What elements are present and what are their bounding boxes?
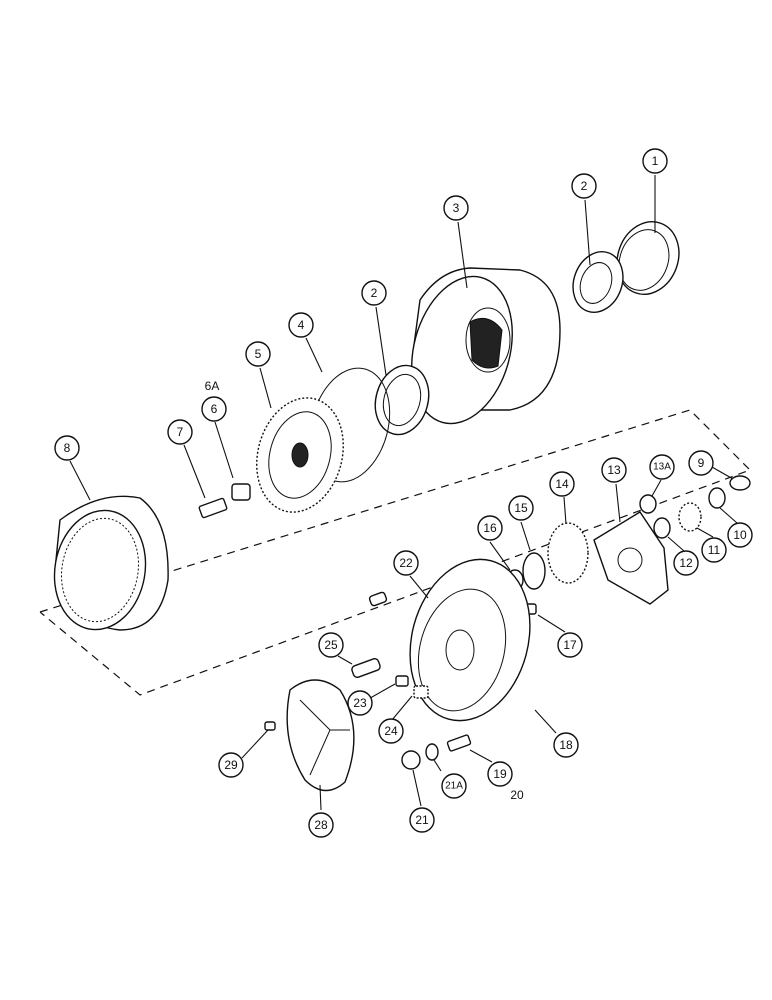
svg-text:25: 25 (324, 638, 338, 652)
callout-6a: 6A (205, 379, 220, 393)
part-18-spindle-flange (409, 558, 531, 722)
subassembly-boundary (39, 409, 752, 696)
callout-3: 3 (443, 195, 469, 221)
svg-text:24: 24 (384, 724, 398, 738)
part-13-carrier-plate (593, 511, 669, 605)
callout-4: 4 (288, 312, 314, 338)
svg-text:7: 7 (177, 425, 184, 439)
part-24-fitting (413, 685, 429, 699)
svg-text:28: 28 (314, 818, 328, 832)
svg-text:17: 17 (563, 638, 577, 652)
part-21a-washer (425, 743, 439, 761)
svg-text:21A: 21A (445, 781, 463, 792)
part-23-plug (395, 675, 409, 687)
callout-28: 28 (308, 812, 334, 838)
callout-13a: 13A (649, 454, 675, 480)
svg-text:20: 20 (510, 788, 524, 802)
svg-text:2: 2 (581, 179, 588, 193)
part-25-dowel (351, 658, 381, 678)
svg-text:1: 1 (652, 154, 659, 168)
part-29-screw (264, 721, 276, 731)
part-8-ring-gear (53, 495, 169, 631)
svg-text:18: 18 (559, 738, 573, 752)
part-2-bearing-cone-lower (374, 364, 430, 436)
part-12-washer (653, 517, 671, 539)
callout-24: 24 (378, 718, 404, 744)
part-22-pin (368, 591, 388, 607)
svg-text:5: 5 (255, 347, 262, 361)
callout-17: 17 (557, 632, 583, 658)
svg-text:9: 9 (698, 456, 705, 470)
part-6-nut (231, 483, 251, 501)
callout-29: 29 (218, 752, 244, 778)
part-21-nut (401, 750, 421, 770)
svg-text:21: 21 (415, 813, 429, 827)
callout-21: 21 (409, 807, 435, 833)
svg-text:8: 8 (64, 441, 71, 455)
callout-9: 9 (688, 450, 714, 476)
part-3-hub-housing (411, 267, 561, 425)
callout-15: 15 (508, 495, 534, 521)
part-15-needle-bearing (522, 552, 546, 590)
callout-8: 8 (54, 435, 80, 461)
callout-18: 18 (553, 732, 579, 758)
callout-16: 16 (477, 515, 503, 541)
part-7-bolt (198, 497, 228, 519)
callout-20: 20 (510, 788, 524, 802)
callout-6: 6 (201, 396, 227, 422)
callout-22: 22 (393, 550, 419, 576)
callout-13: 13 (601, 457, 627, 483)
callout-7: 7 (167, 419, 193, 445)
leader-lines (69, 175, 738, 811)
part-28-cover (286, 679, 355, 792)
callout-14: 14 (549, 471, 575, 497)
svg-text:11: 11 (708, 543, 721, 557)
part-19-stud (446, 734, 472, 752)
callout-21a: 21A (441, 773, 467, 799)
svg-text:13A: 13A (653, 462, 671, 473)
part-10-bearing (708, 487, 726, 509)
svg-text:12: 12 (679, 556, 693, 570)
svg-text:22: 22 (399, 556, 413, 570)
part-14-planet-gear (547, 522, 589, 584)
svg-text:3: 3 (453, 201, 460, 215)
part-9-washer (729, 475, 751, 491)
callout-2-upper: 2 (571, 173, 597, 199)
part-13a-ring (639, 494, 657, 514)
callout-11: 11 (701, 537, 727, 563)
svg-text:13: 13 (607, 463, 621, 477)
part-11-gear (678, 502, 702, 532)
svg-text:19: 19 (493, 767, 507, 781)
callout-25: 25 (318, 632, 344, 658)
svg-text:6: 6 (211, 402, 218, 416)
svg-text:10: 10 (733, 528, 747, 542)
part-2-bearing-cone-upper (572, 251, 624, 313)
callout-5: 5 (245, 341, 271, 367)
callout-10: 10 (727, 522, 753, 548)
svg-text:6A: 6A (205, 379, 220, 393)
callout-23: 23 (347, 690, 373, 716)
svg-text:23: 23 (353, 696, 367, 710)
callout-19: 19 (487, 761, 513, 787)
callout-2-lower: 2 (361, 280, 387, 306)
svg-text:29: 29 (224, 758, 238, 772)
svg-text:16: 16 (483, 521, 497, 535)
callout-12: 12 (673, 550, 699, 576)
svg-text:15: 15 (514, 501, 528, 515)
svg-text:4: 4 (298, 318, 305, 332)
part-5-gear (256, 397, 344, 513)
callout-1: 1 (642, 148, 668, 174)
svg-text:2: 2 (371, 286, 378, 300)
svg-text:14: 14 (555, 477, 569, 491)
